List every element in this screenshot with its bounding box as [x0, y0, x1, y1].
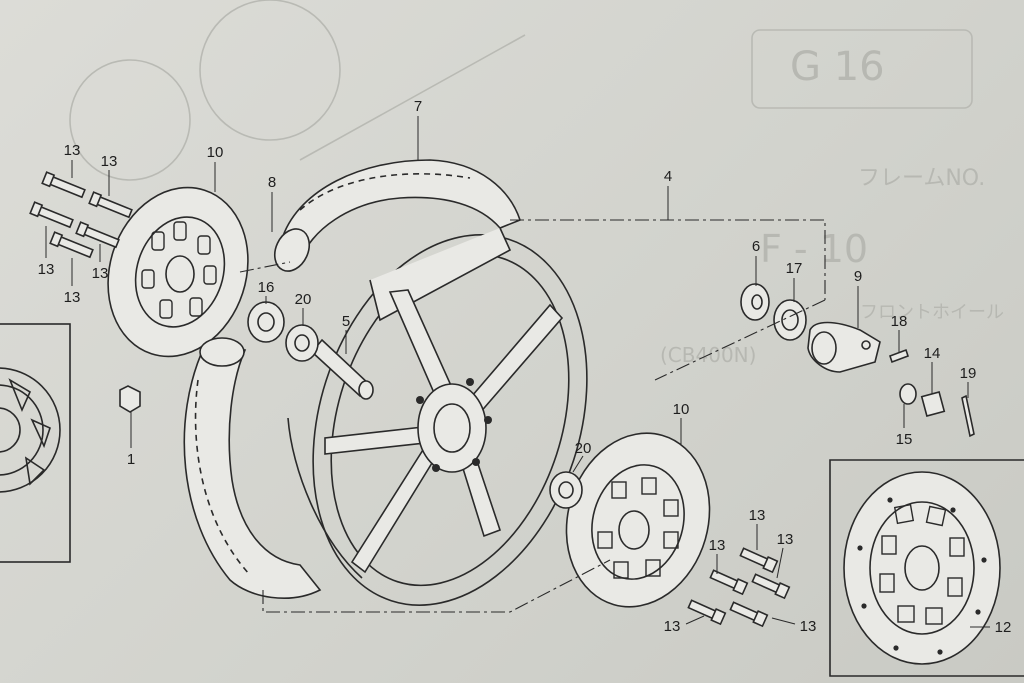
callout-12: 12	[995, 619, 1012, 636]
callout-13-c: 13	[38, 261, 55, 278]
bearing-16	[247, 301, 285, 343]
callout-19: 19	[960, 365, 977, 382]
washer-15	[899, 383, 917, 405]
retainer-6	[740, 283, 770, 321]
seal-17	[773, 299, 807, 341]
callout-13-g: 13	[709, 537, 726, 554]
cotter-pin-19	[961, 394, 975, 438]
ghost-line-2: F - 10	[760, 227, 868, 271]
callout-13-i: 13	[664, 618, 681, 635]
ghost-line-3: フロントホイール	[860, 302, 1004, 323]
callout-15: 15	[896, 431, 913, 448]
tire-upper	[273, 159, 521, 272]
bearing-20-upper	[285, 324, 319, 362]
callout-10-left: 10	[207, 144, 224, 161]
clip-1	[119, 385, 141, 413]
callout-17: 17	[786, 260, 803, 277]
callout-7: 7	[414, 98, 422, 115]
assembly-bracket-4	[239, 186, 826, 613]
callout-13-j: 13	[800, 618, 817, 635]
callout-1: 1	[127, 451, 135, 468]
callout-6: 6	[752, 238, 760, 255]
callout-13-a: 13	[64, 142, 81, 159]
callout-20-upper: 20	[295, 291, 312, 308]
callout-18: 18	[891, 313, 908, 330]
callout-13-b: 13	[101, 153, 118, 170]
callout-10-right: 10	[673, 401, 690, 418]
bearing-20-lower	[549, 471, 583, 509]
callout-20-lower: 20	[575, 440, 592, 457]
bolts-lower-right	[687, 547, 791, 628]
callout-9: 9	[854, 268, 862, 285]
callout-13-h: 13	[777, 531, 794, 548]
callout-14: 14	[924, 345, 941, 362]
callout-8: 8	[268, 174, 276, 191]
nut-14	[920, 391, 946, 417]
callout-16: 16	[258, 279, 275, 296]
brake-disc-left	[107, 186, 249, 358]
ghost-line-1: フレームNO.	[858, 166, 985, 191]
part-callouts: 13 13 13 13 13 10 8 7 4 6 17 9 16 20 5 1…	[38, 98, 1012, 636]
leader-lines	[45, 116, 990, 628]
left-inset-disc-detail	[0, 323, 71, 563]
collar-9	[807, 321, 881, 373]
callout-4: 4	[664, 168, 672, 185]
wheel-spokes-hub	[324, 289, 564, 574]
callout-13-e: 13	[92, 265, 109, 282]
ghost-reference-code: G 16	[790, 44, 885, 90]
right-inset-disc-detail	[829, 459, 1024, 677]
callout-13-f: 13	[749, 507, 766, 524]
bolts-upper-left	[29, 171, 133, 259]
bolt-18	[888, 348, 910, 364]
callout-13-d: 13	[64, 289, 81, 306]
tire-lower	[183, 337, 322, 599]
callout-5: 5	[342, 313, 350, 330]
